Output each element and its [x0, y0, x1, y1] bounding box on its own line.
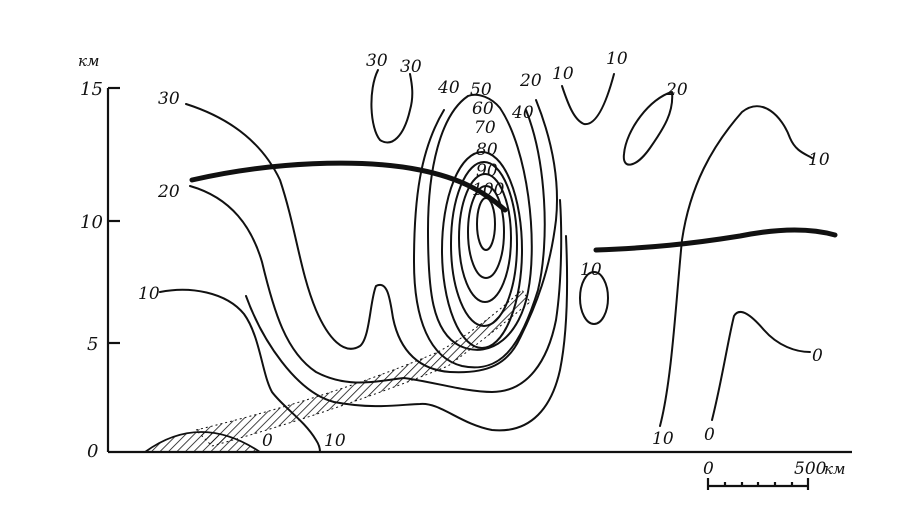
isoline-label-20-top: 20 — [519, 71, 542, 91]
y-tick-label-10: 10 — [80, 212, 103, 233]
isoline-label-10-top-b: 10 — [606, 49, 628, 69]
isoline-label-70: 70 — [474, 118, 496, 138]
isoline-label-20-right: 20 — [665, 80, 688, 100]
isoline-10-lower — [245, 235, 569, 432]
isoline-label-20-left: 20 — [157, 182, 180, 202]
isoline-50 — [427, 93, 533, 351]
scale-bar-end-label: 500 — [794, 459, 827, 479]
isoline-10-left — [159, 288, 321, 453]
isoline-label-90: 90 — [476, 161, 498, 181]
isoline-label-0-bottom: 0 — [262, 431, 273, 451]
scale-bar-start-label: 0 — [703, 459, 714, 479]
isoline-label-10-right-top: 10 — [808, 150, 830, 170]
scale-bar-unit-label: км — [824, 460, 845, 478]
isoline-20 — [189, 185, 563, 393]
isoline-label-10-bottom-right: 10 — [652, 429, 674, 449]
isoline-10-right — [659, 105, 813, 427]
isoline-label-100: 100 — [472, 180, 505, 200]
scale-bar: 0 500 км — [703, 459, 845, 490]
isoline-90 — [467, 185, 505, 279]
isoline-label-10-mid: 10 — [580, 260, 602, 280]
isoline-label-0-right-bottom: 0 — [704, 425, 715, 445]
isolines — [159, 69, 813, 453]
isoline-label-30-top-b: 30 — [400, 57, 422, 77]
hatched-zone — [142, 289, 531, 453]
isoline-100 — [476, 197, 496, 251]
isoline-30-main — [185, 99, 559, 374]
isoline-10-small-loop — [579, 271, 609, 325]
isoline-label-10-left: 10 — [138, 284, 160, 304]
isoline-labels: 30 30 30 40 50 60 70 80 90 100 40 20 20 … — [138, 49, 830, 451]
isoline-label-10-top-a: 10 — [552, 64, 574, 84]
isoline-label-60: 60 — [472, 99, 494, 119]
thick-line-right — [593, 227, 838, 253]
isoline-label-50: 50 — [470, 80, 492, 100]
scale-bar-line — [706, 478, 810, 490]
isoline-30-top-loop — [370, 69, 414, 144]
isoline-10-top-arc — [561, 73, 615, 126]
isoline-label-40: 40 — [437, 78, 460, 98]
isoline-label-40-right: 40 — [511, 103, 534, 123]
isoline-label-80: 80 — [476, 140, 498, 160]
isoline-label-30-top-a: 30 — [366, 51, 388, 71]
isoline-0-right — [711, 311, 811, 421]
axes: км 15 10 5 0 — [78, 52, 852, 462]
isoline-60 — [441, 151, 523, 349]
y-tick-label-5: 5 — [87, 334, 98, 355]
isoline-label-0-right-mid: 0 — [812, 346, 823, 366]
isoline-70 — [450, 161, 518, 327]
y-tick-label-15: 15 — [80, 79, 103, 100]
hatched-inclined-band — [195, 289, 531, 447]
isoline-label-30-left: 30 — [158, 89, 180, 109]
isoline-80 — [458, 173, 512, 303]
y-tick-label-0: 0 — [87, 441, 98, 462]
isoline-40-inner — [413, 109, 546, 369]
isoline-20-right-loop — [622, 91, 674, 166]
y-axis-unit: км — [78, 52, 99, 70]
isoline-label-10-bottom: 10 — [324, 431, 346, 451]
